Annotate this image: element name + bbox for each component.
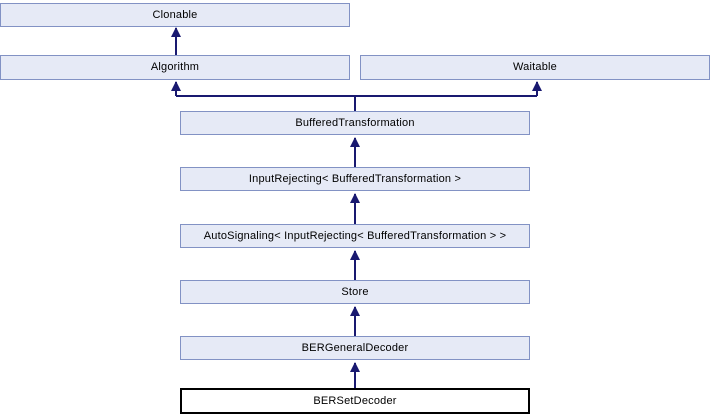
class-label-ber-set-decoder: BERSetDecoder <box>313 394 397 407</box>
class-label-store: Store <box>341 285 369 298</box>
class-node-store[interactable]: Store <box>180 280 530 304</box>
class-label-ber-general-decoder: BERGeneralDecoder <box>301 341 409 354</box>
class-label-input-rejecting: InputRejecting< BufferedTransformation > <box>248 172 462 185</box>
class-node-auto-signaling[interactable]: AutoSignaling< InputRejecting< BufferedT… <box>180 224 530 248</box>
class-label-buffered-transformation: BufferedTransformation <box>295 116 415 129</box>
class-node-ber-set-decoder[interactable]: BERSetDecoder <box>180 388 530 414</box>
class-label-waitable: Waitable <box>513 61 557 73</box>
edge-bufferedtransformation-to-parents <box>171 81 542 111</box>
class-label-auto-signaling: AutoSignaling< InputRejecting< BufferedT… <box>203 229 507 242</box>
class-node-waitable[interactable]: Waitable <box>360 55 710 80</box>
class-node-algorithm[interactable]: Algorithm <box>0 55 350 80</box>
class-label-clonable: Clonable <box>152 8 198 21</box>
class-label-algorithm: Algorithm <box>150 61 200 73</box>
class-node-buffered-transformation[interactable]: BufferedTransformation <box>180 111 530 135</box>
class-node-ber-general-decoder[interactable]: BERGeneralDecoder <box>180 336 530 360</box>
class-node-clonable[interactable]: Clonable <box>0 3 350 27</box>
class-node-input-rejecting[interactable]: InputRejecting< BufferedTransformation > <box>180 167 530 191</box>
